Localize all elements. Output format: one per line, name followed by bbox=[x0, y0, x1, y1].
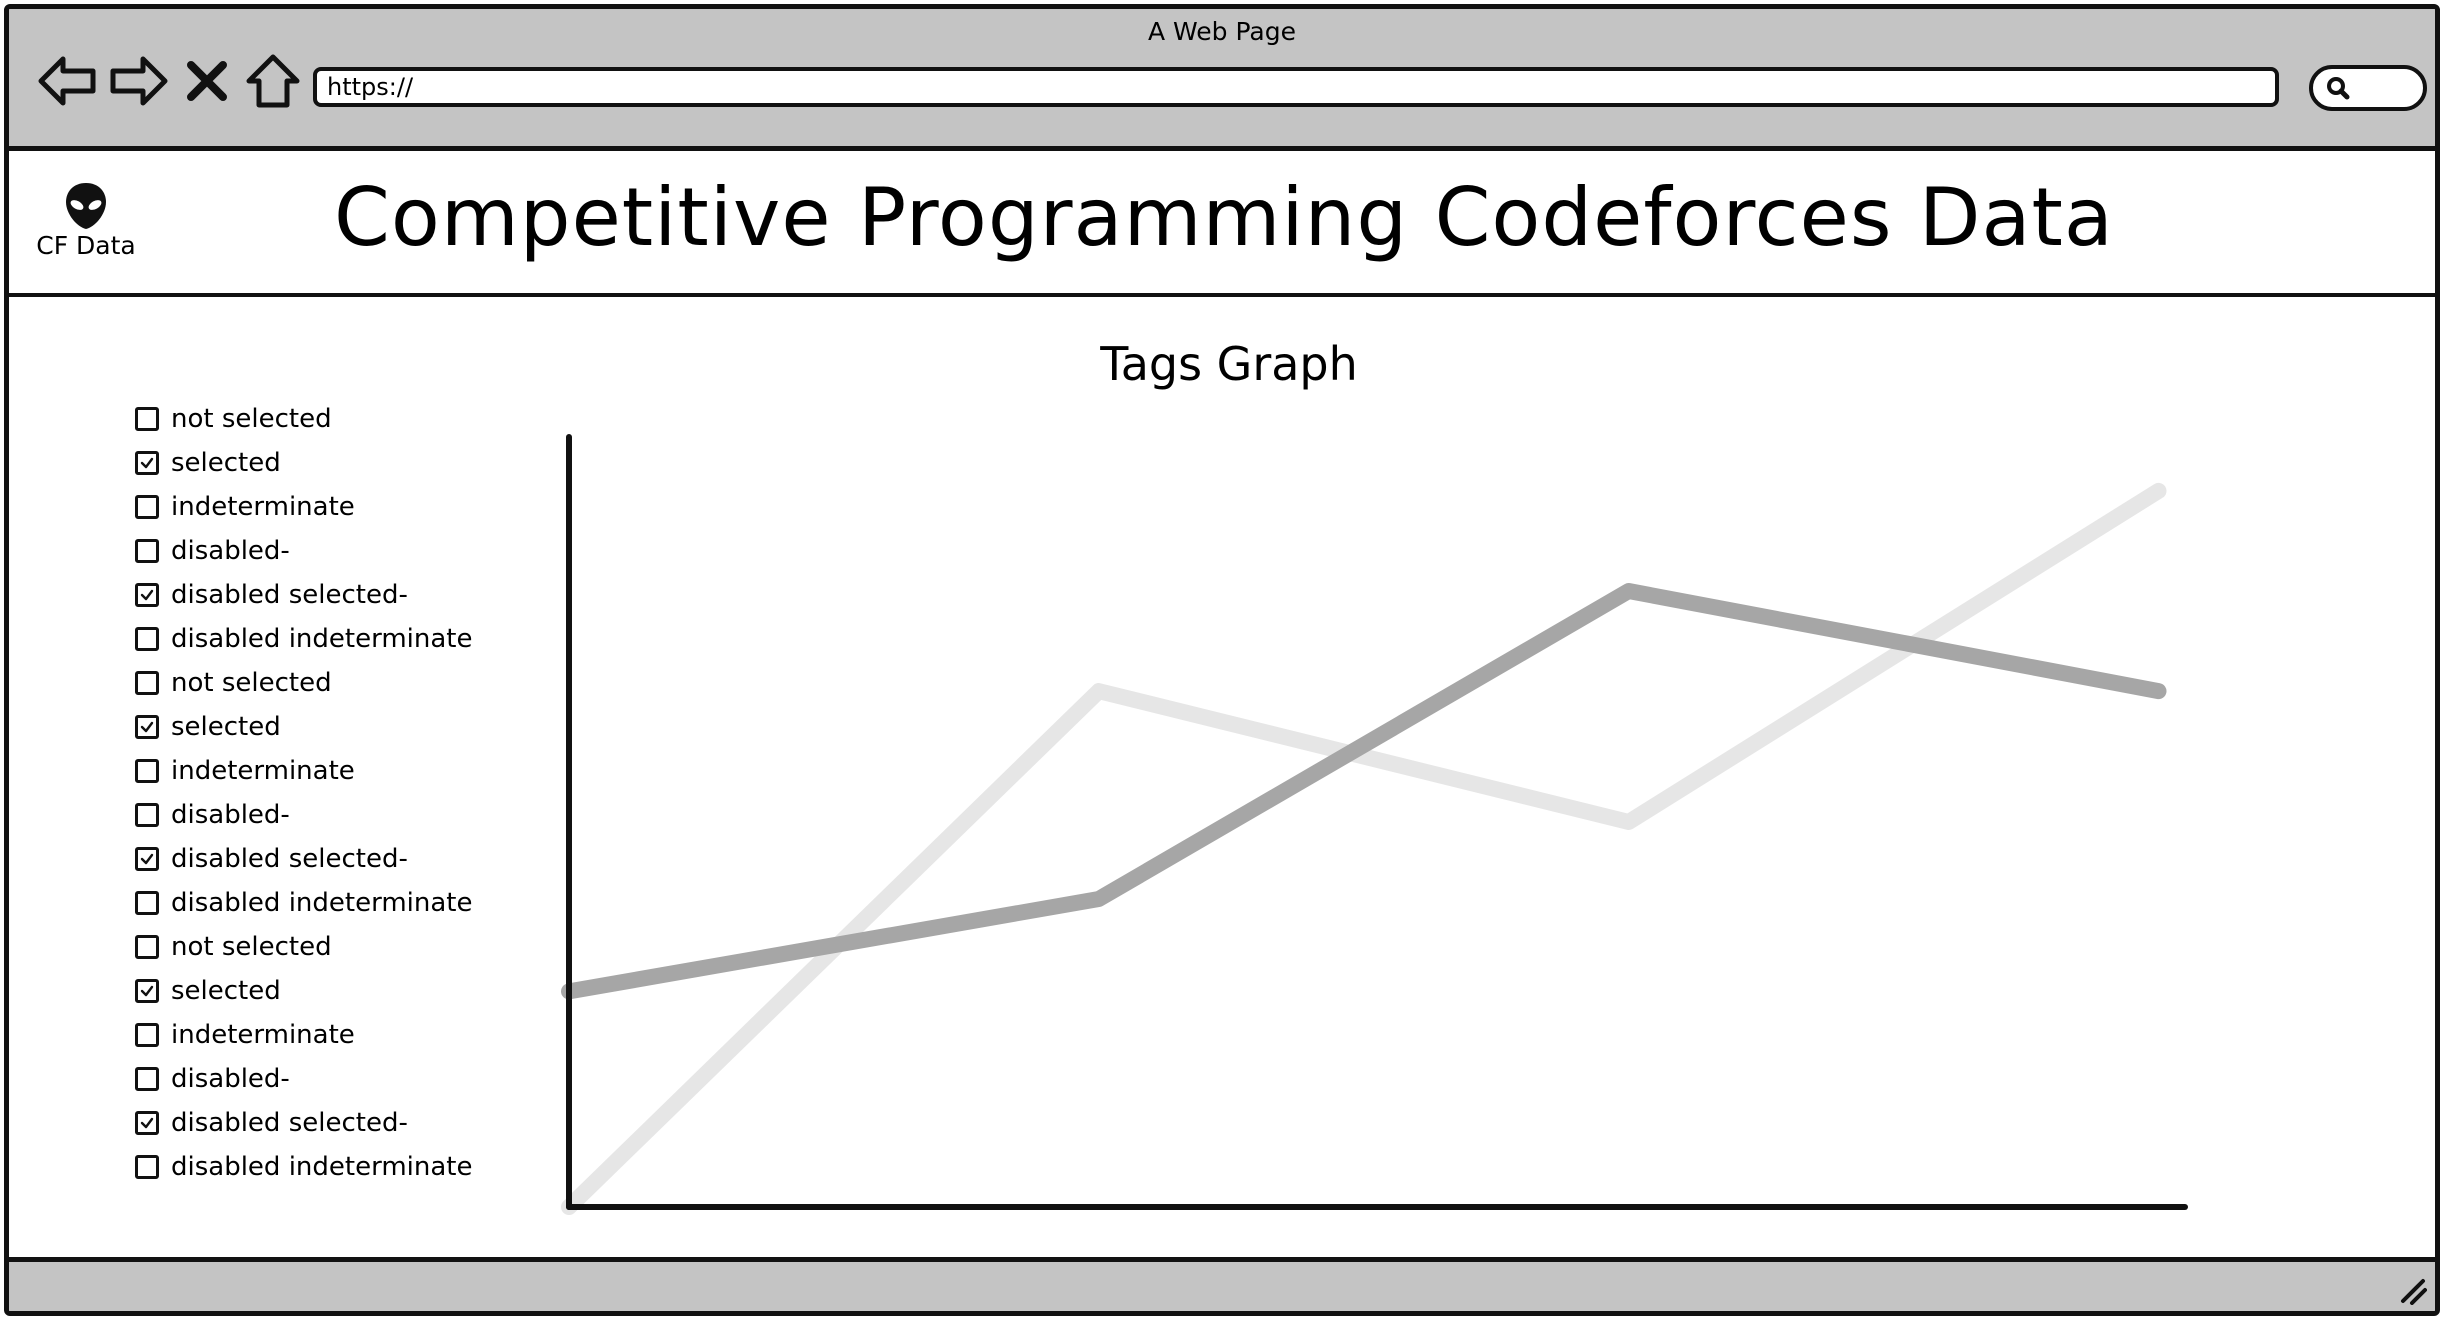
checkmark-icon bbox=[140, 1117, 154, 1129]
filter-checkbox[interactable] bbox=[135, 935, 159, 959]
filter-checkbox[interactable] bbox=[135, 451, 159, 475]
filter-item[interactable]: disabled selected- bbox=[135, 573, 472, 617]
filter-label: indeterminate bbox=[171, 492, 355, 522]
checkmark-icon bbox=[140, 985, 154, 997]
filter-label: disabled indeterminate bbox=[171, 888, 473, 918]
filter-label: disabled- bbox=[171, 536, 290, 566]
filter-item[interactable]: not selected bbox=[135, 925, 472, 969]
alien-icon bbox=[66, 183, 106, 229]
filter-item[interactable]: disabled selected- bbox=[135, 1101, 472, 1145]
tag-filter-list: not selected selected indeterminate disable… bbox=[135, 397, 472, 1189]
filter-label: selected bbox=[171, 712, 281, 742]
filter-checkbox[interactable] bbox=[135, 847, 159, 871]
filter-label: disabled indeterminate bbox=[171, 1152, 473, 1182]
filter-label: selected bbox=[171, 976, 281, 1006]
filter-item[interactable]: disabled- bbox=[135, 529, 472, 573]
series-line-2 bbox=[561, 583, 2167, 1000]
tags-line-chart bbox=[561, 434, 2188, 1215]
filter-checkbox[interactable] bbox=[135, 583, 159, 607]
filter-checkbox[interactable] bbox=[135, 407, 159, 431]
url-input[interactable]: https:// bbox=[313, 67, 2279, 107]
filter-label: disabled indeterminate bbox=[171, 624, 473, 654]
search-icon bbox=[2327, 77, 2350, 100]
filter-item[interactable]: indeterminate bbox=[135, 485, 472, 529]
filter-label: indeterminate bbox=[171, 756, 355, 786]
checkmark-icon bbox=[140, 457, 154, 469]
filter-checkbox[interactable] bbox=[135, 1155, 159, 1179]
chart-title: Tags Graph bbox=[1100, 337, 1358, 391]
filter-item[interactable]: selected bbox=[135, 705, 472, 749]
filter-label: selected bbox=[171, 448, 281, 478]
filter-item[interactable]: indeterminate bbox=[135, 1013, 472, 1057]
home-icon[interactable] bbox=[241, 49, 305, 113]
filter-item[interactable]: disabled indeterminate bbox=[135, 881, 472, 925]
resize-grip-icon[interactable] bbox=[2397, 1275, 2427, 1305]
filter-checkbox[interactable] bbox=[135, 759, 159, 783]
logo[interactable]: CF Data bbox=[31, 181, 141, 260]
filter-checkbox[interactable] bbox=[135, 539, 159, 563]
filter-label: disabled selected- bbox=[171, 844, 408, 874]
filter-item[interactable]: disabled- bbox=[135, 1057, 472, 1101]
filter-item[interactable]: disabled selected- bbox=[135, 837, 472, 881]
filter-label: disabled selected- bbox=[171, 580, 408, 610]
filter-label: not selected bbox=[171, 668, 332, 698]
filter-item[interactable]: selected bbox=[135, 441, 472, 485]
filter-label: not selected bbox=[171, 404, 332, 434]
filter-checkbox[interactable] bbox=[135, 1067, 159, 1091]
logo-label: CF Data bbox=[36, 231, 136, 260]
filter-item[interactable]: disabled- bbox=[135, 793, 472, 837]
forward-arrow-icon[interactable] bbox=[107, 49, 171, 113]
filter-checkbox[interactable] bbox=[135, 495, 159, 519]
filter-label: disabled- bbox=[171, 1064, 290, 1094]
filter-item[interactable]: disabled indeterminate bbox=[135, 1145, 472, 1189]
filter-label: indeterminate bbox=[171, 1020, 355, 1050]
filter-item[interactable]: not selected bbox=[135, 397, 472, 441]
filter-checkbox[interactable] bbox=[135, 1111, 159, 1135]
filter-label: not selected bbox=[171, 932, 332, 962]
window-title: A Web Page bbox=[1147, 17, 1297, 46]
page-header: CF Data Competitive Programming Codeforc… bbox=[9, 151, 2435, 297]
browser-chrome: A Web Page https:// bbox=[9, 9, 2435, 151]
status-bar bbox=[9, 1257, 2435, 1311]
checkmark-icon bbox=[140, 853, 154, 865]
filter-checkbox[interactable] bbox=[135, 1023, 159, 1047]
filter-checkbox[interactable] bbox=[135, 979, 159, 1003]
back-arrow-icon[interactable] bbox=[35, 49, 99, 113]
filter-label: disabled selected- bbox=[171, 1108, 408, 1138]
filter-checkbox[interactable] bbox=[135, 715, 159, 739]
filter-item[interactable]: not selected bbox=[135, 661, 472, 705]
filter-item[interactable]: disabled indeterminate bbox=[135, 617, 472, 661]
filter-item[interactable]: selected bbox=[135, 969, 472, 1013]
filter-checkbox[interactable] bbox=[135, 671, 159, 695]
checkmark-icon bbox=[140, 721, 154, 733]
filter-checkbox[interactable] bbox=[135, 803, 159, 827]
filter-checkbox[interactable] bbox=[135, 891, 159, 915]
browser-window: A Web Page https:// CF D bbox=[4, 4, 2440, 1316]
filter-item[interactable]: indeterminate bbox=[135, 749, 472, 793]
series-line-1 bbox=[561, 482, 2167, 1215]
search-button[interactable] bbox=[2309, 65, 2427, 111]
filter-label: disabled- bbox=[171, 800, 290, 830]
page-title: Competitive Programming Codeforces Data bbox=[334, 171, 2114, 264]
close-icon[interactable] bbox=[179, 49, 235, 113]
filter-checkbox[interactable] bbox=[135, 627, 159, 651]
checkmark-icon bbox=[140, 589, 154, 601]
